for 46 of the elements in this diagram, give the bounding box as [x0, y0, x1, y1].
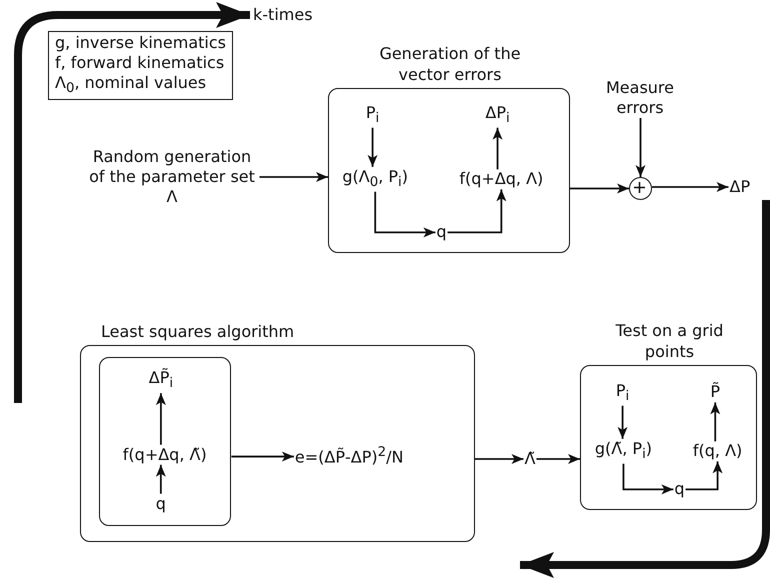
arrow [492, 128, 503, 170]
arrow [374, 192, 436, 238]
note-box [48, 31, 234, 100]
formula-text: P$_{i}$ [364, 102, 380, 128]
loop-arrow [14, 2, 250, 403]
note-text: g, inverse kinematics [55, 33, 226, 53]
formula-text: f(q, Λ) [692, 441, 744, 462]
box-heading: Generation of the vector errors [378, 44, 522, 86]
inner-box [99, 357, 232, 526]
step-text: Measure errors [595, 78, 685, 118]
arrow [536, 454, 580, 464]
sum-circle [629, 177, 652, 200]
arrow [618, 406, 628, 439]
step-text: Random generation of the parameter set Λ [84, 147, 260, 207]
formula-text: q [154, 494, 167, 514]
arrow [260, 172, 328, 182]
formula-text: q [435, 222, 448, 242]
arrow [368, 128, 378, 167]
arrow [636, 118, 646, 177]
formula-text: f(q+Δq, Λ̃) [122, 444, 208, 465]
formula-text: ΔP [728, 177, 752, 197]
arrow [570, 184, 629, 194]
arrow [652, 182, 728, 192]
formula-text: e=(ΔP̃-ΔP)$^{2}$/N [294, 445, 404, 468]
note-text: f, forward kinematics [55, 53, 226, 73]
box-heading: Least squares algorithm [101, 322, 296, 343]
loop-label: k-times [252, 5, 314, 25]
arrow [622, 464, 674, 494]
formula-text: g(Λ$_{0}$, P$_{i}$) [341, 166, 409, 192]
arrow [710, 402, 720, 442]
arrow [686, 461, 723, 490]
formula-text: P$_{i}$ [614, 380, 630, 406]
arrow [156, 464, 166, 494]
formula-text: q [673, 479, 686, 500]
box-heading: Test on a grid points [614, 321, 724, 363]
formula-text: g(Λ̃, P$_{i}$) [594, 438, 654, 464]
note-text: Λ$_{0}$, nominal values [55, 73, 208, 98]
arrow [475, 454, 524, 464]
formula-text: f(q+Δq, Λ) [458, 169, 544, 190]
arrow [156, 393, 166, 445]
arrow [448, 189, 506, 234]
formula-text: ΔP̃$_{i}$ [148, 368, 174, 394]
formula-text: P̃ [709, 382, 722, 402]
formula-text: Λ̃ [524, 449, 536, 469]
formula-text: ΔP$_{i}$ [484, 102, 511, 128]
arrow [231, 452, 294, 462]
